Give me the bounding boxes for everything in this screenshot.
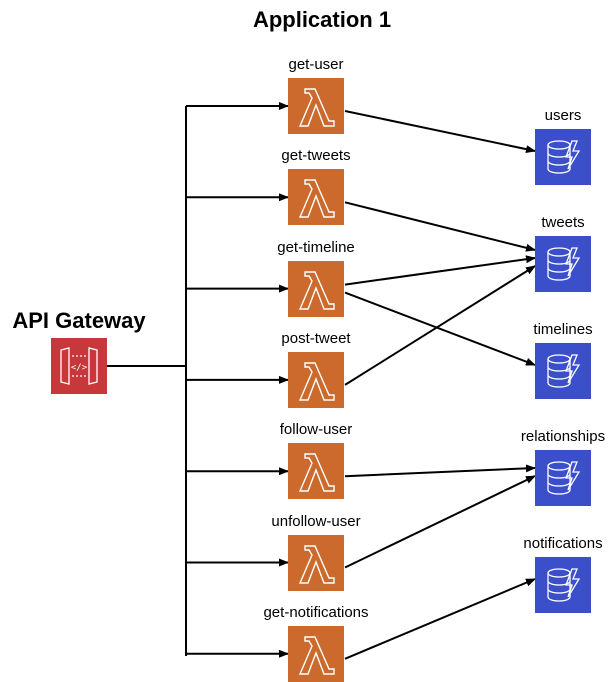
lambda-to-table-arrow: [344, 291, 536, 366]
lambda-icon: [288, 443, 344, 500]
dynamodb-table-label: users: [544, 107, 582, 124]
dynamodb-table-label: timelines: [533, 321, 593, 338]
lambda-to-table-arrow: [344, 578, 536, 660]
lambda-icon: [288, 260, 344, 317]
diagram-title: Application 1: [252, 7, 392, 32]
dynamodb-icon: [535, 450, 591, 506]
dynamodb-icon: [535, 129, 591, 185]
dynamodb-icon: [535, 236, 591, 292]
lambda-to-table-arrow: [344, 475, 536, 569]
lambda-label: post-tweet: [281, 329, 351, 347]
dynamodb-table-label: tweets: [541, 214, 585, 231]
lambda-icon: [288, 169, 344, 226]
lambda-icon: [288, 351, 344, 408]
lambda-to-table-arrow: [344, 265, 536, 386]
api-gateway-icon: </>: [51, 338, 107, 394]
svg-text:</>: </>: [71, 363, 88, 373]
lambda-icon: [288, 78, 344, 134]
lambda-label: get-timeline: [277, 238, 355, 256]
dynamodb-table-label: relationships: [520, 428, 606, 445]
lambda-to-table-arrow: [344, 464, 536, 478]
lambda-label: follow-user: [279, 421, 353, 439]
lambda-label: unfollow-user: [271, 512, 361, 530]
lambda-icon: [288, 534, 344, 591]
lambda-to-table-arrow: [344, 255, 536, 286]
lambda-icon: [288, 625, 344, 682]
lambda-to-table-arrow: [344, 110, 536, 154]
lambda-label: get-tweets: [281, 147, 351, 165]
lambda-label: get-notifications: [263, 603, 369, 621]
dynamodb-table-label: notifications: [523, 535, 603, 552]
lambda-label: get-user: [288, 56, 344, 73]
api-gateway-label: API Gateway: [12, 308, 146, 333]
dynamodb-icon: [535, 557, 591, 613]
lambda-to-table-arrow: [344, 201, 536, 252]
dynamodb-icon: [535, 343, 591, 399]
